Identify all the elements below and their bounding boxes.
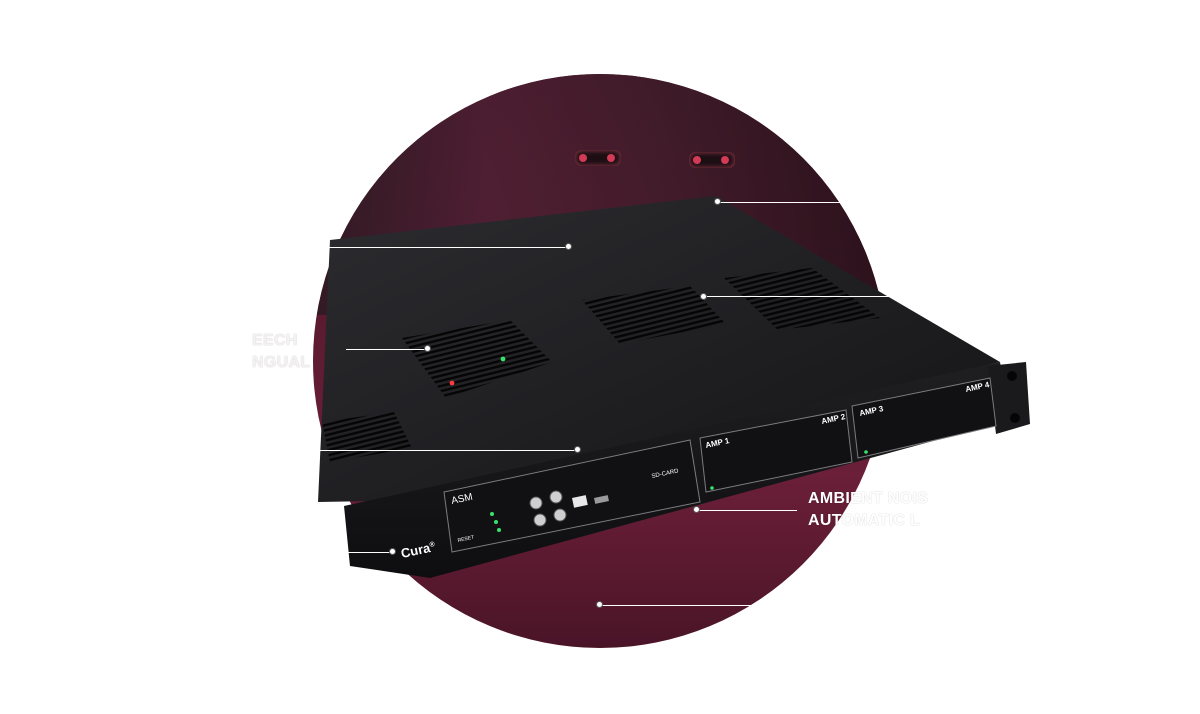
top-led-green [500,356,506,362]
alarm-reset-button [549,490,563,504]
leader-line-bottom [600,605,874,606]
ambient-noise-line1: AMBIENT NOIS [808,490,929,507]
ambient-noise-line2: AUTOMATIC L [808,512,921,529]
asm-led-3 [497,528,501,532]
speech-callout: EECH NGUAL [252,330,310,374]
leader-line-speech [346,349,426,350]
speech-line1: EECH [252,332,298,349]
callout-dot [574,446,581,453]
top-vent-right [724,268,880,330]
asm-module: ASM SD-CARD RESET [443,439,701,553]
leader-line-top-right [718,202,898,203]
asm-led-2 [494,520,498,524]
station-sign-left [575,150,621,166]
brand-logo: Cura® [400,539,438,561]
ambient-noise-callout: AMBIENT NOIS AUTOMATIC L [808,488,928,532]
leader-line-brand [300,552,392,553]
reset-label: RESET [457,535,475,544]
asm-led-1 [490,512,494,516]
speech-line2: NGUAL [252,354,311,371]
top-vent-far-left [322,412,412,462]
top-vent-center [582,286,726,344]
chassis-top-panel [318,196,1000,502]
test-button [533,513,547,527]
callout-dot [389,548,396,555]
leader-line-top-left [280,247,568,248]
leader-line-front-left [280,450,576,451]
callout-dot [565,243,572,250]
top-led-red [449,380,455,386]
mute-button [529,496,543,510]
amp-module-3-4: AMP 3 AMP 4 [851,377,997,459]
callout-dot [700,293,707,300]
callout-dot [424,345,431,352]
leader-line-vents [704,296,950,297]
sd-card-label: SD-CARD [651,468,680,480]
top-vent-left [402,320,552,398]
amp-module-1-2: AMP 1 AMP 2 [699,409,853,493]
usb-port [593,495,609,504]
delay-button [553,508,567,522]
callout-dot [596,601,603,608]
asm-label: ASM [450,492,473,507]
callout-dot [714,198,721,205]
callout-dot [693,506,700,513]
adr-switch [571,495,588,508]
leader-line-ambient [697,510,797,511]
station-sign-right [689,152,735,168]
